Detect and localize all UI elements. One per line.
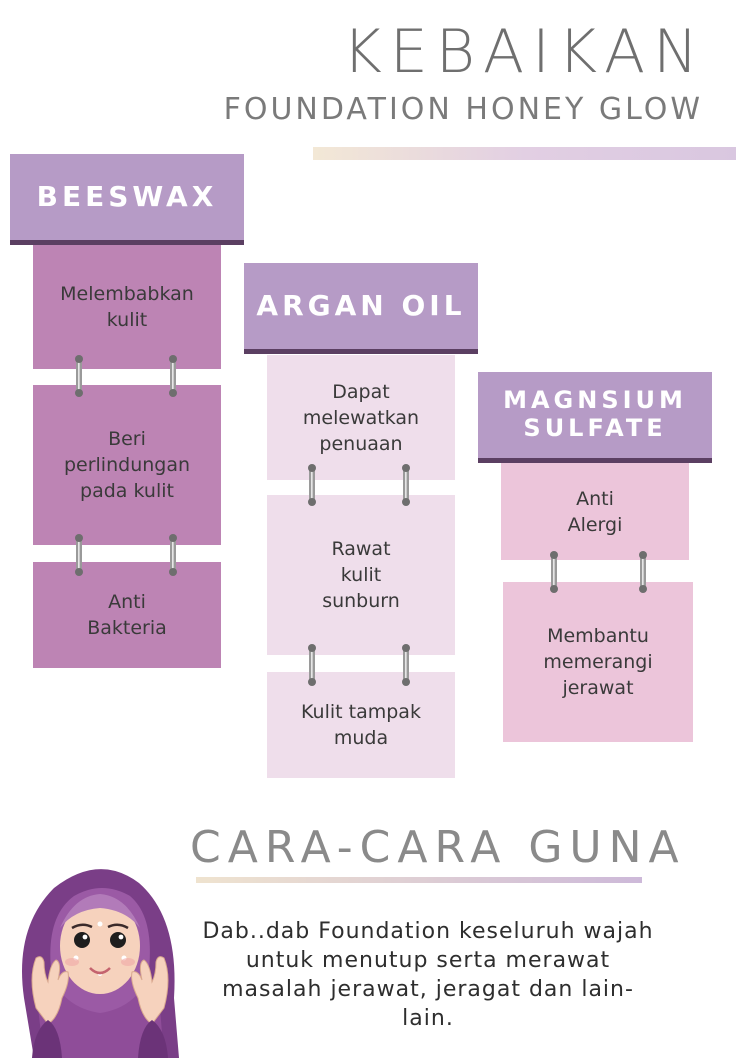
title-underline [313, 147, 736, 160]
usage-instructions: Dab..dab Foundation keseluruh wajah untu… [202, 919, 654, 1031]
beeswax-card-2-text: Beri perlindungan pada kulit [63, 428, 191, 502]
argan-card-1-text: Dapat melewatkan penuaan [302, 380, 420, 455]
beeswax-header: BEESWAX [10, 154, 244, 245]
magnesium-sulfate-header: MAGNSIUM SULFATE [478, 372, 712, 463]
beeswax-card-1-text: Melembabkan kulit [60, 283, 194, 331]
binder-ring [639, 551, 647, 593]
magnesium-card-2-text: Membantu memerangi jerawat [543, 625, 653, 699]
argan-card-2: Rawat kulit sunburn [267, 495, 455, 655]
magnesium-sulfate-header-label: MAGNSIUM SULFATE [503, 386, 687, 442]
binder-ring [402, 464, 410, 506]
argan-oil-header-label: ARGAN OIL [256, 288, 466, 322]
beeswax-header-label: BEESWAX [36, 179, 218, 213]
binder-ring [75, 534, 83, 576]
beeswax-card-3: Anti Bakteria [33, 562, 221, 668]
argan-oil-header: ARGAN OIL [244, 263, 478, 354]
binder-ring [308, 464, 316, 506]
binder-ring [169, 534, 177, 576]
usage-heading-underline [196, 877, 642, 883]
magnesium-card-2: Membantu memerangi jerawat [503, 582, 693, 742]
magnesium-card-1: Anti Alergi [501, 463, 689, 560]
magnesium-card-1-text: Anti Alergi [567, 487, 623, 536]
argan-card-1: Dapat melewatkan penuaan [267, 355, 455, 480]
argan-card-3-text: Kulit tampak muda [301, 701, 421, 749]
argan-card-3: Kulit tampak muda [267, 672, 455, 778]
binder-ring [75, 355, 83, 397]
beeswax-card-3-text: Anti Bakteria [87, 591, 167, 639]
hijab-woman-illustration [22, 869, 179, 1058]
page-subtitle: FOUNDATION HONEY GLOW [223, 92, 703, 127]
beeswax-card-2: Beri perlindungan pada kulit [33, 385, 221, 545]
argan-card-2-text: Rawat kulit sunburn [322, 538, 400, 612]
usage-heading: CARA-CARA GUNA [190, 822, 686, 873]
page-title: KEBAIKAN [342, 17, 706, 87]
binder-ring [169, 355, 177, 397]
beeswax-card-1: Melembabkan kulit [33, 245, 221, 369]
binder-ring [402, 644, 410, 686]
binder-ring [308, 644, 316, 686]
binder-ring [550, 551, 558, 593]
